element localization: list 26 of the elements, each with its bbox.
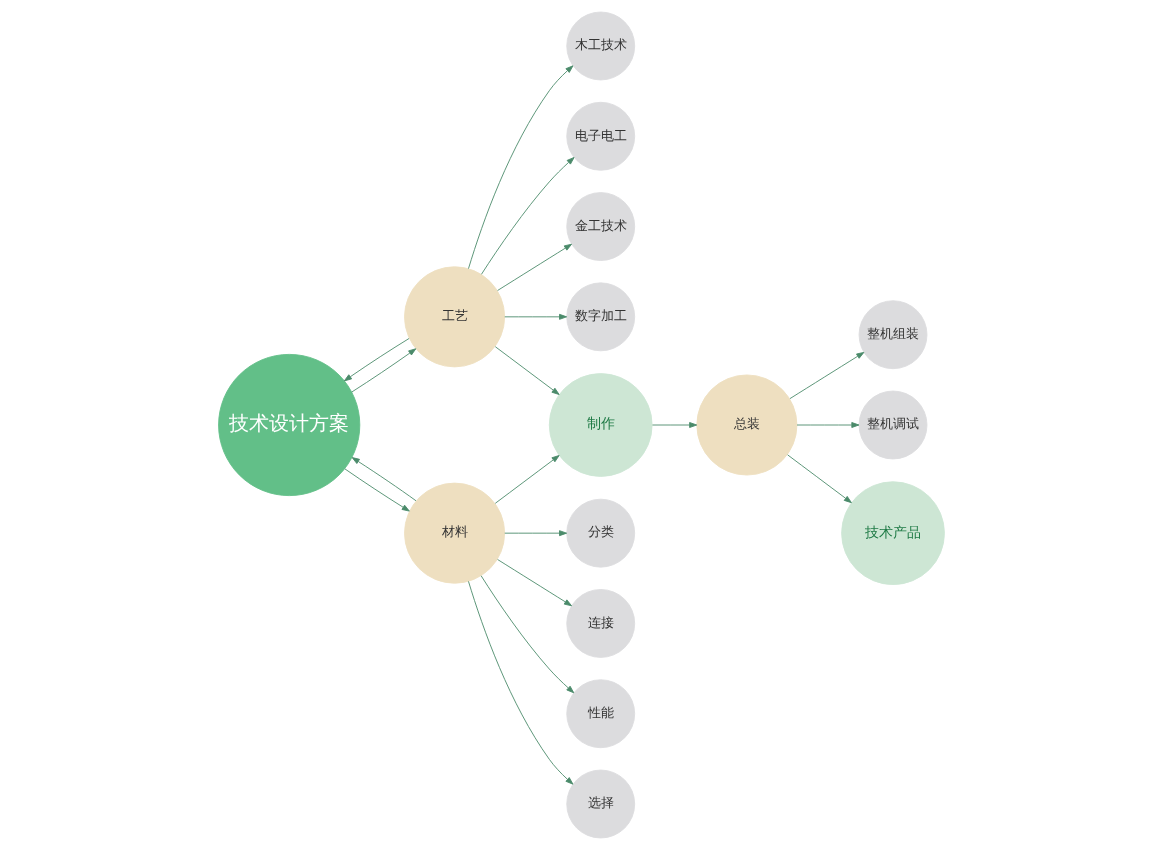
arrow [351, 348, 417, 393]
node-circle: 总装 [696, 374, 798, 476]
arrow [343, 338, 410, 382]
arrow [504, 530, 568, 537]
arrow [481, 157, 575, 275]
arrow [796, 422, 860, 428]
node-circle: 材料 [404, 482, 506, 584]
arrow [652, 422, 698, 428]
node-circle: 数字加工 [566, 282, 636, 352]
arrow [497, 243, 572, 291]
arrow [468, 580, 574, 785]
arrow [497, 559, 572, 607]
node-circle: 分类 [566, 498, 636, 568]
arrow [787, 454, 852, 504]
node-circle: 整机调试 [858, 390, 928, 460]
arrow [480, 575, 575, 694]
arrow [504, 313, 568, 320]
node-circle: 工艺 [404, 266, 506, 368]
arrow [344, 468, 410, 512]
node-circle: 连接 [566, 589, 636, 658]
arrow [494, 455, 560, 504]
arrow [494, 346, 560, 395]
node-circle: 金工技术 [566, 192, 636, 261]
arrow [351, 457, 417, 502]
arrow [789, 351, 865, 400]
arrow [468, 65, 574, 270]
